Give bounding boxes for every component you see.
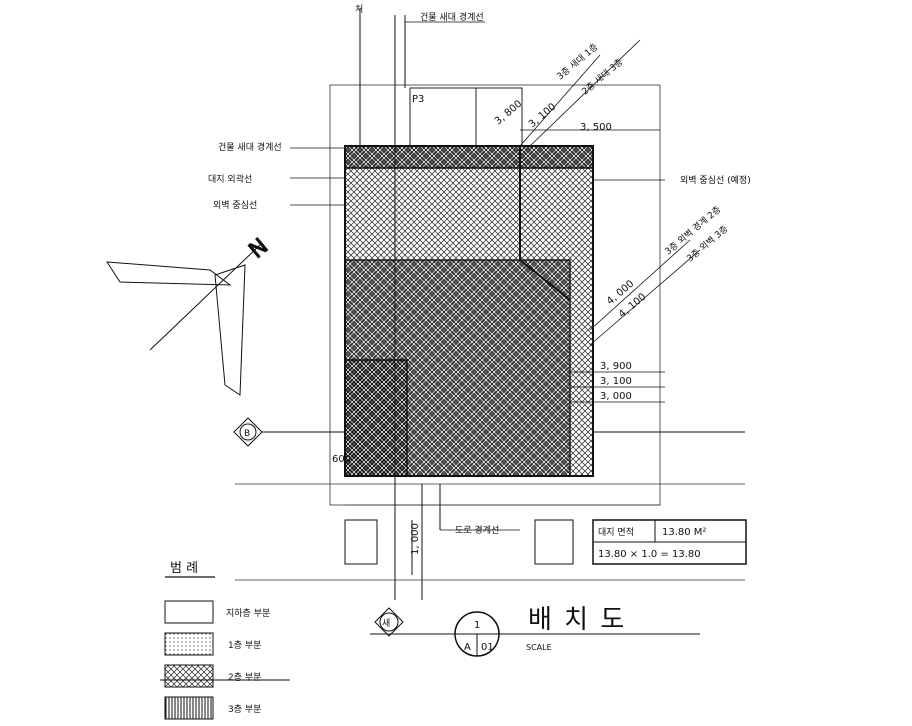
drawing-title: 배 치 도 xyxy=(528,605,626,635)
bottom-marker: 새 xyxy=(374,607,404,637)
legend-label: 3층 부분 xyxy=(228,704,261,715)
area-label: 대지 면적 xyxy=(598,526,634,538)
legend-label: 1층 부분 xyxy=(228,640,261,651)
title-sheet-a: A xyxy=(464,642,471,653)
building-footprint xyxy=(344,145,594,477)
left-annotations: 건물 새대 경계선 대지 외곽선 외벽 중심선 600 xyxy=(208,141,351,465)
title-block: 1 A 01 배 치 도 SCALE xyxy=(370,605,700,657)
dim-top-right: 3, 500 xyxy=(580,122,612,133)
dim-right-3: 3, 000 xyxy=(600,391,632,402)
left-marker-label: B xyxy=(244,429,250,439)
area-formula: 13.80 × 1.0 = 13.80 xyxy=(598,549,701,560)
north-mark: N xyxy=(245,234,274,264)
bottom-details xyxy=(344,519,574,575)
dim-bottom-vert: 1, 000 xyxy=(410,523,421,555)
p-label: P3 xyxy=(412,94,424,105)
scale-label: SCALE xyxy=(526,643,552,652)
legend: 범 례 지하층 부분 1층 부분 2층 부분 3층 부분 xyxy=(160,561,290,720)
legend-item-floor-3: 3층 부분 xyxy=(164,696,261,720)
top-annotations: 처 건물 새대 경계선 3층 새대 1층 2층 새대 3층 P3 3, 800 … xyxy=(355,3,625,133)
legend-label: 지하층 부분 xyxy=(226,608,270,619)
right-label-1: 외벽 중심선 (예정) xyxy=(680,174,751,186)
area-table: 대지 면적 13.80 M² 13.80 × 1.0 = 13.80 xyxy=(592,519,747,565)
legend-item-floor-2: 2층 부분 xyxy=(160,664,290,688)
bottom-marker-label: 새 xyxy=(382,618,390,629)
top-right-label-2: 2층 새대 3층 xyxy=(580,57,626,98)
title-number: 1 xyxy=(474,620,480,631)
left-marker: B xyxy=(233,417,263,447)
left-label-1: 건물 새대 경계선 xyxy=(218,141,282,153)
dim-left-small: 600 xyxy=(332,454,351,465)
title-sheet-b: 01 xyxy=(481,642,494,653)
dim-right-1: 3, 900 xyxy=(600,361,632,372)
legend-item-basement: 지하층 부분 xyxy=(164,600,270,624)
site-boundary xyxy=(235,84,745,581)
left-label-3: 외벽 중심선 xyxy=(213,199,257,211)
dim-top-diag-1: 3, 800 xyxy=(493,98,524,127)
dim-right-2: 3, 100 xyxy=(600,376,632,387)
bottom-center-label: 도로 경계선 xyxy=(455,524,499,536)
left-label-2: 대지 외곽선 xyxy=(208,173,252,185)
north-arrow: N xyxy=(106,233,274,396)
reference-lines xyxy=(262,8,745,600)
dim-top-diag-2: 3, 100 xyxy=(527,101,558,130)
leader-lines xyxy=(290,21,701,531)
legend-item-floor-1: 1층 부분 xyxy=(164,632,261,656)
top-left-mark: 처 xyxy=(355,3,363,15)
area-value: 13.80 M² xyxy=(662,527,706,538)
legend-label: 2층 부분 xyxy=(228,672,261,683)
right-annotations: 외벽 중심선 (예정) 3층 외벽 경계 2층 3층 외벽 3층 4, 000 … xyxy=(600,174,751,402)
right-diag-label-1: 3층 외벽 경계 2층 xyxy=(662,203,723,257)
top-label: 건물 새대 경계선 xyxy=(420,11,484,23)
legend-title: 범 례 xyxy=(170,561,198,576)
